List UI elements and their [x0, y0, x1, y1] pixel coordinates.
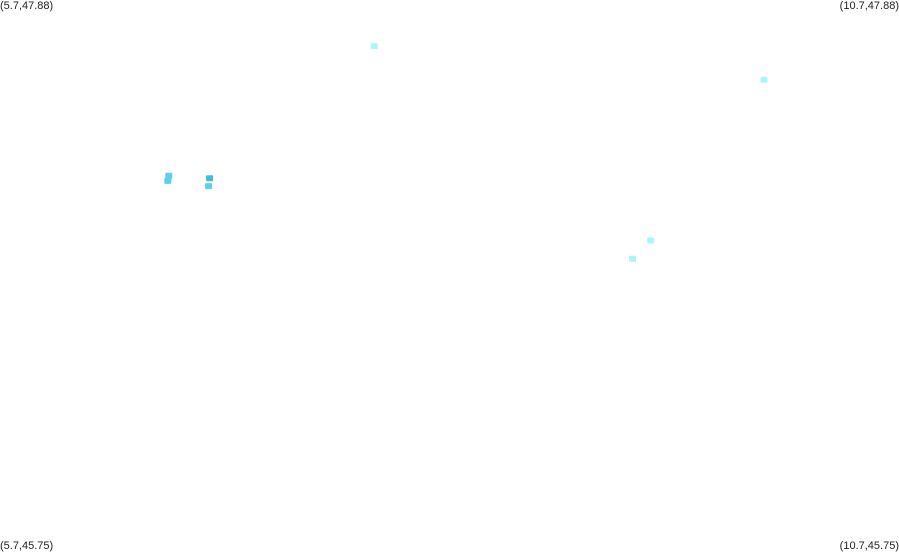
map-point-2[interactable] — [760, 76, 768, 83]
map-point-6[interactable] — [205, 183, 213, 190]
map-point-8[interactable] — [629, 255, 636, 262]
corner-label-bottom-left: (5.7,45.75) — [0, 540, 54, 552]
map-point-7[interactable] — [647, 237, 655, 244]
map-point-3[interactable] — [165, 172, 173, 179]
map-point-4[interactable] — [164, 177, 172, 184]
corner-label-top-right: (10.7,47.88) — [839, 0, 899, 12]
map-point-5[interactable] — [206, 175, 214, 182]
corner-label-top-left: (5.7,47.88) — [0, 0, 54, 12]
map-point-1[interactable] — [370, 43, 378, 50]
corner-label-bottom-right: (10.7,45.75) — [839, 540, 899, 552]
